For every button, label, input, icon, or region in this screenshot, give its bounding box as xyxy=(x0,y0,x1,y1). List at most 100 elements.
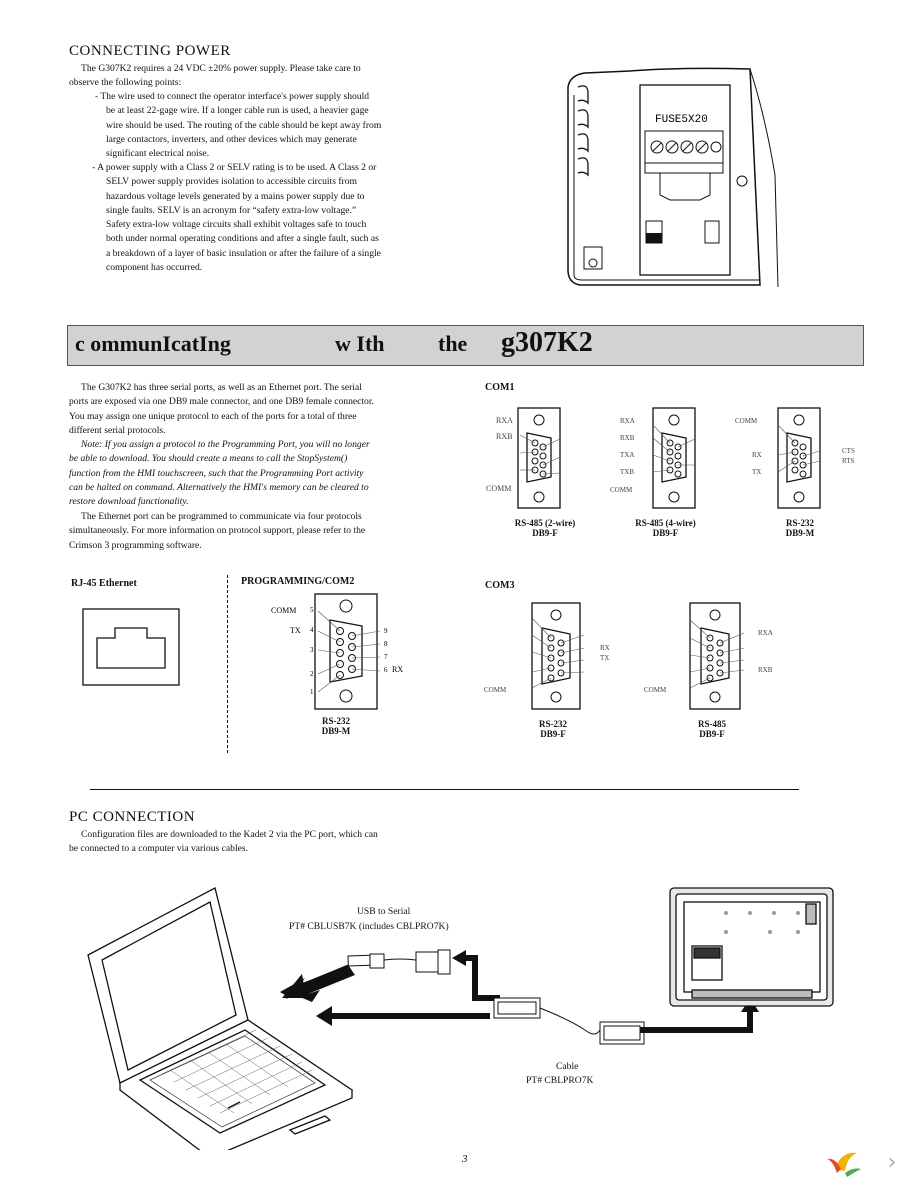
text-line: function from the HMI touchscreen, such … xyxy=(69,467,364,479)
caption-line: RS-232 xyxy=(785,518,814,528)
com3-label: COM3 xyxy=(485,580,515,591)
banner-word: c ommunIcatIng xyxy=(75,331,231,356)
com1-caption-1: RS-485 (2-wire)DB9-F xyxy=(500,518,590,538)
text-line: be able to download. You should create a… xyxy=(69,453,348,465)
svg-text:1: 1 xyxy=(310,688,314,696)
pin-label: COMM xyxy=(644,686,667,694)
text-line: simultaneously. For more information on … xyxy=(69,525,366,537)
pin-label: TXA xyxy=(620,451,634,459)
hmi-device-icon xyxy=(669,887,834,1007)
serial-adapter-icon xyxy=(493,997,645,1045)
com1-connector-2wire: RXA RXB COMM xyxy=(486,407,561,509)
prog-label: PROGRAMMING/COM2 xyxy=(241,576,355,587)
next-page-chevron-icon[interactable]: › xyxy=(887,1150,897,1175)
svg-text:9: 9 xyxy=(384,627,388,635)
text-line: be connected to a computer via various c… xyxy=(69,843,249,855)
usb-cable-icon xyxy=(347,949,451,975)
power-intro: The G307K2 requires a 24 VDC ±20% power … xyxy=(69,62,361,91)
heading-pc-connection: PC CONNECTION xyxy=(69,809,196,825)
pc-text: Configuration files are downloaded to th… xyxy=(69,828,378,857)
text-line: Configuration files are downloaded to th… xyxy=(81,829,378,840)
caption-line: RS-485 xyxy=(697,719,726,729)
caption-line: DB9-F xyxy=(652,528,679,538)
svg-text:4: 4 xyxy=(310,626,314,634)
svg-text:3: 3 xyxy=(310,646,314,654)
caption-line: DB9-F xyxy=(532,528,558,538)
text-line: The G307K2 requires a 24 VDC ±20% power … xyxy=(81,63,361,74)
pin-label: RX xyxy=(392,665,403,674)
text-line: significant electrical noise. xyxy=(106,148,210,160)
pin-label: COMM xyxy=(610,486,633,494)
fuse-label: FUSE5X20 xyxy=(655,114,708,126)
pin-label: RXA xyxy=(496,416,513,425)
pin-label: RXB xyxy=(496,432,512,441)
pin-label: COMM xyxy=(484,686,507,694)
cable-label-2: PT# CBLPRO7K xyxy=(526,1075,594,1086)
text-line: Safety extra-low voltage circuits shall … xyxy=(106,219,367,231)
caption-line: RS-232 xyxy=(321,716,350,726)
text-line: Note: If you assign a protocol to the Pr… xyxy=(81,439,370,450)
power-terminal-diagram: FUSE5X20 xyxy=(567,67,779,288)
banner-word: the xyxy=(438,331,468,356)
pin-label: CTS xyxy=(842,447,855,455)
pin-label: TX xyxy=(752,468,761,476)
caption-line: RS-232 xyxy=(538,719,567,729)
caption-line: RS-485 (2-wire) xyxy=(514,518,576,528)
pin-label: RX xyxy=(600,644,610,652)
pin-label: COMM xyxy=(486,484,511,493)
pin-label: COMM xyxy=(735,417,758,425)
caption-line: DB9-F xyxy=(699,729,725,739)
text-line: - The wire used to connect the operator … xyxy=(95,91,370,102)
text-line: SELV power supply provides isolation to … xyxy=(106,176,357,188)
usb-label-2: PT# CBLUSB7K (includes CBLPRO7K) xyxy=(289,921,449,932)
com3-connector-rs485: RXA RXB COMM xyxy=(644,602,773,710)
text-line: You may assign one unique protocol to ea… xyxy=(69,410,357,422)
banner-word: g307K2 xyxy=(501,327,593,358)
text-line: ports are exposed via one DB9 male conne… xyxy=(69,396,374,408)
power-bullet-2: - A power supply with a Class 2 or SELV … xyxy=(92,161,381,275)
text-line: The G307K2 has three serial ports, as we… xyxy=(81,382,362,393)
comm-para-1: The G307K2 has three serial ports, as we… xyxy=(69,381,374,438)
com3-connector-rs232: RX TX COMM xyxy=(484,602,610,710)
caption-line: RS-485 (4-wire) xyxy=(635,518,696,528)
text-line: component has occurred. xyxy=(106,262,203,274)
com1-connector-rs232: COMM RX TX CTS RTS xyxy=(735,407,855,509)
pin-label: COMM xyxy=(271,606,296,615)
com1-connector-4wire: RXA RXB TXA TXB COMM xyxy=(610,407,696,509)
svg-text:5: 5 xyxy=(310,606,314,614)
com1-caption-2: RS-485 (4-wire)DB9-F xyxy=(628,518,703,538)
text-line: can be halted on command. Alternatively … xyxy=(69,481,369,493)
pin-label: RTS xyxy=(842,457,855,465)
caption-line: DB9-F xyxy=(540,729,566,739)
pin-label: TXB xyxy=(620,468,634,476)
text-line: large contactors, inverters, and other d… xyxy=(106,133,357,145)
text-line: be at least 22-gage wire. If a longer ca… xyxy=(106,105,369,117)
text-line: a breakdown of a layer of basic insulati… xyxy=(106,247,381,259)
text-line: both under normal operating conditions a… xyxy=(106,233,379,245)
svg-text:2: 2 xyxy=(310,670,314,678)
text-line: single faults. SELV is an acronym for “s… xyxy=(106,204,357,216)
text-line: different serial protocols. xyxy=(69,424,166,436)
text-line: wire should be used. The routing of the … xyxy=(106,119,382,131)
cable-label-1: Cable xyxy=(556,1061,579,1072)
power-bullet-1: - The wire used to connect the operator … xyxy=(92,90,381,161)
svg-text:8: 8 xyxy=(384,640,388,648)
pin-label: RXA xyxy=(758,629,773,637)
svg-text:7: 7 xyxy=(384,653,388,661)
comm-note: Note: If you assign a protocol to the Pr… xyxy=(69,438,370,509)
text-line: hazardous voltage levels generated by a … xyxy=(106,190,365,202)
section-rule xyxy=(90,789,799,790)
viewer-logo-icon xyxy=(823,1143,867,1181)
caption-line: DB9-M xyxy=(321,726,351,736)
page-number: 3 xyxy=(462,1153,468,1165)
pin-label: RXA xyxy=(620,417,635,425)
text-line: observe the following points: xyxy=(69,77,182,89)
ethernet-label: RJ-45 Ethernet xyxy=(71,578,137,589)
section-divider xyxy=(227,575,228,753)
text-line: Crimson 3 programming software. xyxy=(69,539,202,551)
pin-label: TX xyxy=(290,626,301,635)
heading-connecting-power: CONNECTING POWER xyxy=(69,43,231,59)
